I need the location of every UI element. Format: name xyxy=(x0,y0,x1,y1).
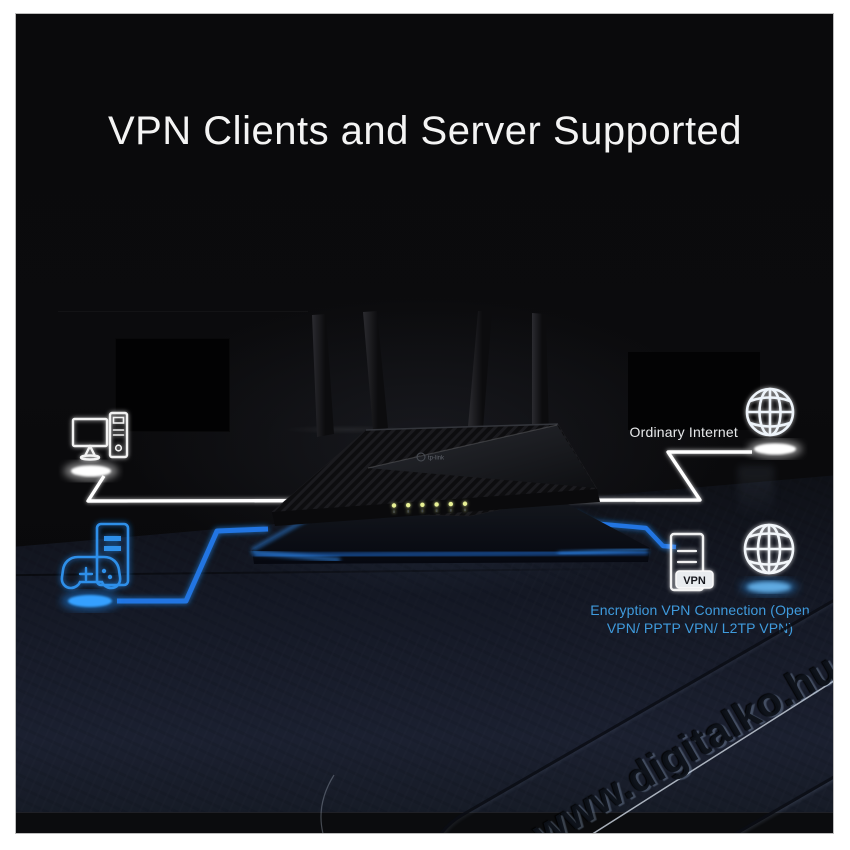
gaming-tower-icon xyxy=(95,522,130,587)
cabinet-highlight xyxy=(282,425,412,434)
connection-line-white xyxy=(86,450,752,503)
monitor-stand xyxy=(83,444,97,458)
floor-front-edge xyxy=(16,812,833,833)
globe-vpn-icon xyxy=(743,523,795,575)
glow-ellipse-computer xyxy=(64,461,118,481)
watermark-diagonal-line xyxy=(592,680,833,833)
watermark-arc xyxy=(320,774,335,833)
controller-dpad xyxy=(78,566,94,582)
router-front-fascia xyxy=(272,489,600,526)
router-led xyxy=(391,503,397,508)
glow-ellipse-vpn-globe xyxy=(740,578,798,596)
router-antenna xyxy=(468,311,492,430)
router-led xyxy=(406,502,411,508)
scene: tp-link xyxy=(16,14,833,833)
photo-area: tp-link xyxy=(16,14,833,833)
router-led-label-mark xyxy=(464,508,466,512)
vpn-connection-caption: Encryption VPN Connection (Open VPN/ PPT… xyxy=(572,601,828,638)
page-title: VPN Clients and Server Supported xyxy=(107,109,743,153)
controller-button xyxy=(107,574,113,580)
glow-ellipse-internet xyxy=(748,440,802,458)
vpn-caption-line2: VPN/ PPTP VPN/ L2TP VPN) xyxy=(606,620,794,637)
router-gloss-panel xyxy=(368,425,596,488)
router-led xyxy=(462,501,468,506)
router-led-label-mark xyxy=(421,509,424,513)
wall-corner-light xyxy=(738,466,774,528)
vpn-caption-line1: Encryption VPN Connection (Open xyxy=(590,602,810,618)
globe-internet-icon xyxy=(745,387,795,437)
background-cabinet xyxy=(628,352,760,430)
game-controller-icon xyxy=(60,555,122,590)
vpn-badge xyxy=(675,570,714,589)
vpn-server-icon: VPN xyxy=(669,532,714,592)
tp-link-logo-icon xyxy=(416,452,426,462)
pc-tower-button xyxy=(114,444,123,452)
router-led xyxy=(420,502,425,507)
gaming-pc-controller-icon xyxy=(60,522,130,590)
desktop-computer-icon xyxy=(71,411,129,461)
router-led-label-mark xyxy=(450,509,452,512)
pc-tower-vent xyxy=(112,416,125,424)
router-led-label-mark xyxy=(435,509,438,512)
router-top-rim xyxy=(365,423,559,431)
pc-tower-slots xyxy=(112,429,125,436)
ordinary-internet-label: Ordinary Internet xyxy=(629,424,738,440)
connection-line-blue-left xyxy=(117,526,269,604)
gaming-tower-bar xyxy=(104,546,121,551)
router-led-row xyxy=(391,501,468,513)
router-led-label-mark xyxy=(407,510,409,513)
vpn-badge-label: VPN xyxy=(683,575,706,587)
pc-tower-icon xyxy=(108,411,129,459)
router-led xyxy=(434,502,439,507)
router-gloss-edge xyxy=(367,424,558,469)
monitor-base xyxy=(79,454,101,461)
router-led xyxy=(448,501,453,507)
controller-button xyxy=(101,568,107,574)
router-brand-text: tp-link xyxy=(428,456,445,462)
router-antenna xyxy=(532,313,549,437)
glow-ellipse-gaming xyxy=(61,591,119,611)
monitor-icon xyxy=(71,417,109,448)
router: tp-link xyxy=(271,311,600,526)
gaming-tower-bar xyxy=(104,536,121,541)
diagram-overlay: tp-link xyxy=(60,311,833,833)
router-led-label-mark xyxy=(393,510,395,513)
background-tv-silhouette xyxy=(115,338,230,432)
router-antenna xyxy=(363,311,388,431)
router-antenna xyxy=(312,314,334,437)
